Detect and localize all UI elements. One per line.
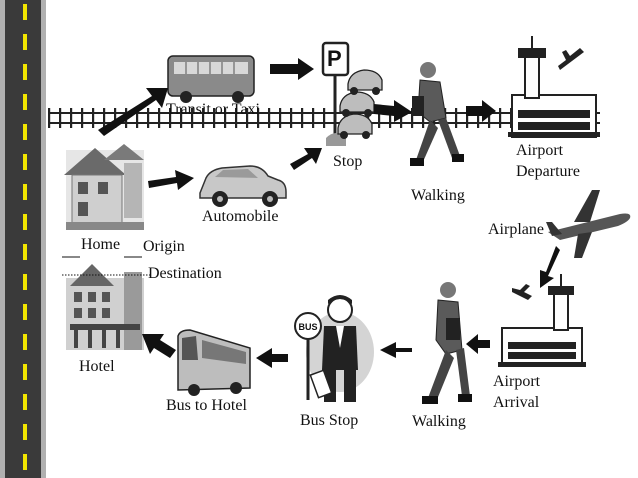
parking-stop-icon xyxy=(321,41,383,146)
arrow-arrival-to-walking xyxy=(466,334,490,354)
label-airport-departure-line2: Departure xyxy=(516,163,580,180)
road xyxy=(0,0,46,478)
walking-person-icon-bottom xyxy=(422,282,472,404)
arrow-stop-to-walking xyxy=(374,100,412,122)
bus-stop-icon: BUS xyxy=(294,295,374,402)
label-automobile: Automobile xyxy=(202,208,279,225)
label-hotel: Hotel xyxy=(79,358,115,375)
label-walking-top: Walking xyxy=(411,187,465,204)
arrow-home-to-automobile xyxy=(148,170,194,190)
label-airport-arrival-line1: Airport xyxy=(493,373,541,390)
arrow-automobile-to-stop xyxy=(290,148,322,170)
airport-arrival-icon xyxy=(498,274,586,367)
bus-sign-text: BUS xyxy=(298,322,317,332)
walking-person-icon-top xyxy=(410,62,464,166)
label-airport-arrival-line2: Arrival xyxy=(493,394,540,411)
transit-bus-icon xyxy=(167,55,255,103)
label-airport-departure-line1: Airport xyxy=(516,142,564,159)
hotel-bus-icon xyxy=(177,329,251,396)
arrow-transit-to-stop xyxy=(270,58,314,80)
home-house-icon xyxy=(64,144,144,230)
label-destination: Destination xyxy=(148,265,222,282)
arrow-airplane-to-arrival xyxy=(540,246,560,288)
label-transit-or-taxi: Transit or Taxi xyxy=(166,101,260,118)
label-airplane: Airplane xyxy=(488,221,544,238)
automobile-icon xyxy=(199,165,287,207)
parking-sign-letter: P xyxy=(327,46,342,71)
airplane-icon xyxy=(546,190,631,258)
airport-departure-icon xyxy=(508,36,600,138)
label-bus-to-hotel: Bus to Hotel xyxy=(166,397,247,414)
label-home: Home xyxy=(81,236,121,253)
label-origin: Origin xyxy=(143,238,185,255)
label-stop: Stop xyxy=(333,153,363,170)
arrow-walking-to-departure xyxy=(466,100,496,122)
arrow-bus-to-hotel xyxy=(142,334,176,358)
arrow-walking-to-busstop xyxy=(380,342,412,358)
arrow-busstop-to-bus xyxy=(256,348,288,368)
label-walking-bottom: Walking xyxy=(412,413,466,430)
arrow-home-to-transit xyxy=(98,88,168,136)
label-bus-stop: Bus Stop xyxy=(300,412,359,429)
hotel-building-icon xyxy=(66,264,144,350)
railroad-track xyxy=(48,108,600,128)
